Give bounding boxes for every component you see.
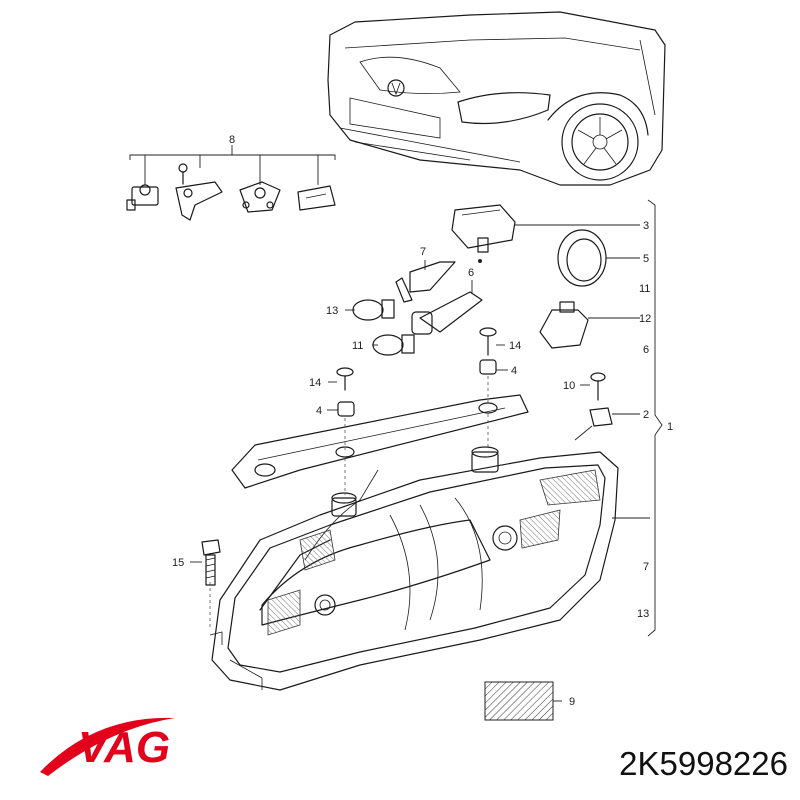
assembly-brace <box>647 199 663 637</box>
callout-labels: 8 3 7 5 6 13 11 11 12 14 4 6 14 10 2 4 1… <box>172 134 673 708</box>
callout-1: 1 <box>667 421 673 433</box>
hatch-sample-9 <box>484 681 562 721</box>
headlamp-assembly <box>209 446 650 691</box>
logo-text: VAG <box>78 723 170 772</box>
seal-ring <box>557 229 640 287</box>
bulb-socket-7 <box>395 260 456 303</box>
callout-6-socket: 6 <box>468 267 474 279</box>
callout-5: 5 <box>643 253 649 265</box>
screw-10 <box>580 372 606 401</box>
car-front-illustration <box>327 11 666 186</box>
adjuster-bracket-c <box>239 181 281 213</box>
adjuster-bracket-b <box>175 163 223 221</box>
clip-2 <box>574 407 640 441</box>
callout-15: 15 <box>172 557 184 569</box>
callout-7-right: 7 <box>643 561 649 573</box>
callout-13-bulb: 13 <box>326 305 338 317</box>
callout-14-left: 14 <box>309 377 321 389</box>
callout-3: 3 <box>643 220 649 232</box>
adjuster-kit-group <box>126 145 336 221</box>
callout-2: 2 <box>643 409 649 421</box>
mounting-bracket <box>231 394 529 489</box>
logo-swoosh <box>40 717 175 776</box>
grommet-4-right <box>479 359 508 375</box>
bulb-12 <box>539 301 640 349</box>
screw-14-left <box>328 367 354 391</box>
part-number: 2K5998226 <box>619 745 788 782</box>
callout-10: 10 <box>563 380 575 392</box>
bulb-13 <box>345 259 482 321</box>
screw-14-right <box>479 327 505 356</box>
control-module <box>451 204 640 253</box>
bulb-11 <box>372 334 415 356</box>
adjuster-cover <box>297 185 336 211</box>
adjuster-bracket-a <box>126 184 159 211</box>
callout-7-top: 7 <box>420 246 426 258</box>
callout-11-bulb: 11 <box>352 340 363 352</box>
callout-12: 12 <box>639 313 651 325</box>
callout-13-right: 13 <box>637 608 649 620</box>
assembly-lines <box>209 376 489 630</box>
callout-6-right: 6 <box>643 344 649 356</box>
callout-11-right: 11 <box>639 283 650 295</box>
callout-4-right: 4 <box>511 365 517 377</box>
callout-4-left: 4 <box>316 405 322 417</box>
callout-14-right: 14 <box>509 340 521 352</box>
vag-logo: VAG <box>40 717 175 776</box>
grommet-4-left <box>327 401 355 417</box>
callout-9: 9 <box>569 696 575 708</box>
screw-15 <box>190 539 221 586</box>
callout-8: 8 <box>229 134 235 146</box>
socket-6 <box>411 280 483 335</box>
